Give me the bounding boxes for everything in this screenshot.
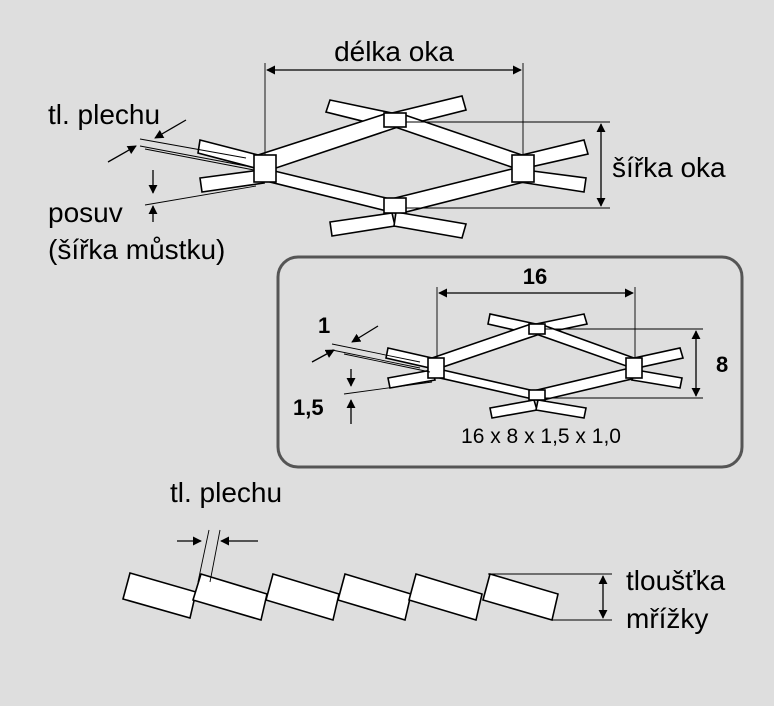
ex-strip-upper-right-diag bbox=[534, 322, 635, 370]
ex-thickness-arrow-upper bbox=[351, 325, 379, 343]
ex-strip-left-upper-arm bbox=[385, 347, 433, 369]
main-node-top bbox=[383, 112, 407, 128]
ex-strip-bottom-right-arm bbox=[535, 399, 587, 419]
ex-thickness-value: 1 bbox=[318, 313, 330, 338]
ex-strip-upper-left-diag bbox=[430, 323, 542, 369]
ex-strip-lower-right-diag bbox=[535, 367, 638, 401]
ex-designation: 16 x 8 x 1,5 x 1,0 bbox=[461, 425, 621, 448]
main-strip-upper-left-diag bbox=[256, 112, 400, 171]
sheet-thickness-arrow-lower bbox=[107, 145, 137, 163]
section-bar-6 bbox=[482, 573, 559, 622]
section-bar-1 bbox=[122, 572, 197, 619]
main-strip-bottom-left-arm bbox=[329, 212, 396, 237]
ex-strip-left-lower-arm bbox=[387, 369, 437, 389]
main-dimensions bbox=[107, 63, 610, 222]
ex-node-top bbox=[528, 323, 546, 335]
section-bar-5 bbox=[408, 572, 483, 622]
main-strip-lower-left-diag bbox=[260, 166, 397, 215]
main-strip-lower-right-diag bbox=[393, 167, 526, 214]
grid-thickness-label-line1: tloušťka bbox=[626, 565, 726, 596]
sheet-thickness-arrow-upper bbox=[154, 119, 187, 139]
ex-node-bottom bbox=[528, 389, 546, 401]
ex-node-left bbox=[427, 357, 445, 379]
example-labels: 16 8 1 1,5 16 x 8 x 1,5 x 1,0 bbox=[293, 264, 728, 448]
example-mesh bbox=[385, 313, 685, 419]
main-node-right bbox=[511, 154, 535, 183]
ex-length-value: 16 bbox=[523, 264, 547, 289]
ex-strip-lower-left-diag bbox=[432, 366, 539, 402]
main-node-bottom bbox=[383, 197, 407, 214]
mesh-width-label: šířka oka bbox=[612, 152, 726, 183]
section-view: tl. plechu tloušťka mřížky bbox=[122, 477, 726, 634]
main-strip-left-upper-arm bbox=[197, 139, 259, 169]
ex-feed-value: 1,5 bbox=[293, 395, 324, 420]
ex-strip-bottom-left-arm bbox=[489, 399, 539, 419]
mesh-length-label: délka oka bbox=[334, 36, 454, 67]
main-strip-left-lower-arm bbox=[199, 169, 266, 193]
main-node-left bbox=[253, 154, 277, 183]
section-thickness-label: tl. plechu bbox=[170, 477, 282, 508]
bridge-width-label: (šířka můstku) bbox=[48, 234, 225, 265]
main-labels: délka oka šířka oka tl. plechu posuv (ší… bbox=[48, 36, 726, 265]
section-bar-3 bbox=[265, 572, 340, 622]
section-bar-2 bbox=[191, 573, 268, 622]
feed-label: posuv bbox=[48, 197, 123, 228]
example-dimensions bbox=[311, 287, 703, 424]
main-mesh bbox=[197, 95, 590, 239]
sheet-thickness-label: tl. plechu bbox=[48, 99, 160, 130]
example-frame bbox=[276, 255, 744, 469]
main-strip-bottom-right-arm bbox=[393, 211, 468, 239]
section-bar-4 bbox=[337, 572, 412, 622]
ex-width-value: 8 bbox=[716, 352, 728, 377]
ex-thickness-arrow-lower bbox=[311, 349, 335, 363]
section-bars bbox=[122, 572, 559, 622]
ex-node-right bbox=[625, 357, 643, 379]
grid-thickness-label-line2: mřížky bbox=[626, 603, 708, 634]
